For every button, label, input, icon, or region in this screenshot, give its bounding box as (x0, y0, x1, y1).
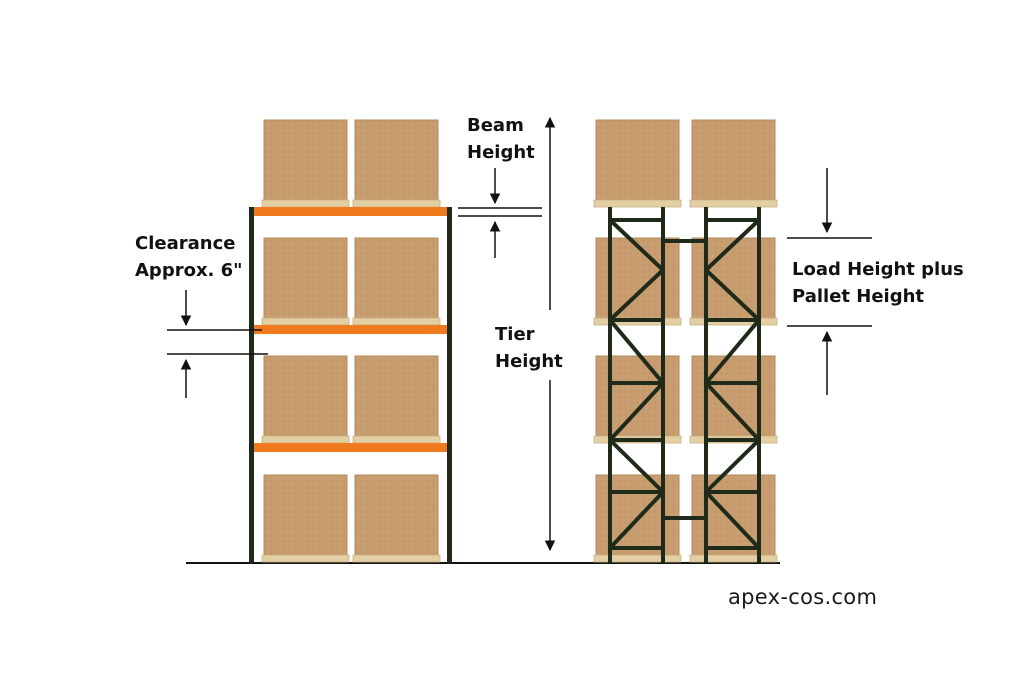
website-watermark: apex-cos.com (728, 585, 878, 609)
left-uprights (249, 207, 452, 563)
beam-height-label: Beam Height (467, 112, 535, 166)
right-frames (608, 207, 761, 563)
left-rack (249, 119, 452, 563)
clearance-label: Clearance Approx. 6" (135, 230, 243, 284)
left-beams (252, 207, 450, 452)
beam-height-line-2: Height (467, 142, 535, 163)
load-pallet-height-label: Load Height plus Pallet Height (792, 256, 964, 310)
left-cartons (263, 119, 439, 556)
tier-height-label: Tier Height (495, 321, 563, 375)
tier-height-line-1: Tier (495, 324, 535, 345)
clearance-line-1: Clearance (135, 233, 236, 254)
tier-height-line-2: Height (495, 351, 563, 372)
clearance-line-2: Approx. 6" (135, 260, 243, 281)
load-pallet-height-line-1: Load Height plus (792, 259, 964, 280)
right-rack (593, 119, 778, 563)
load-pallet-height-line-2: Pallet Height (792, 286, 925, 307)
beam-height-line-1: Beam (467, 115, 524, 136)
dimension-lines (167, 116, 872, 552)
